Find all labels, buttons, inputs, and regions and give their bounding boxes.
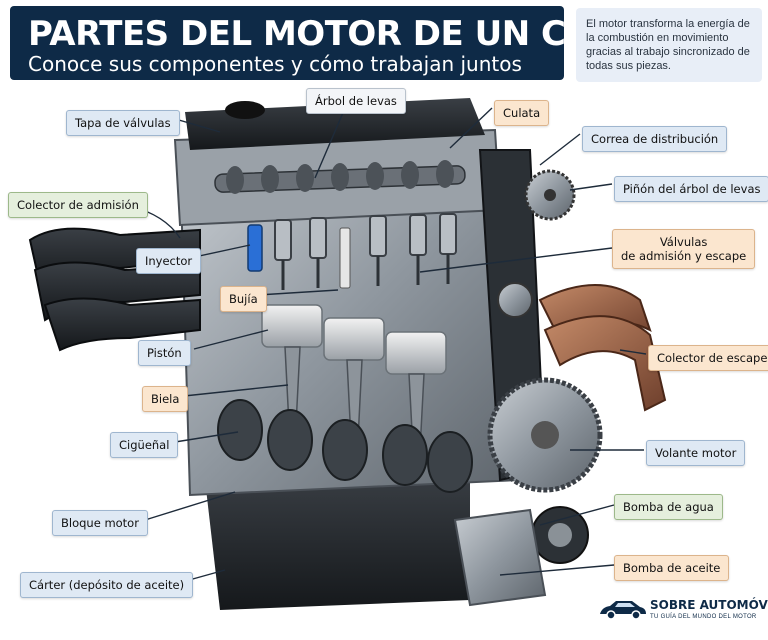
label-oil-pump: Bomba de aceite [614,555,730,581]
label-crankshaft: Cigüeñal [110,432,179,458]
crankshaft-shape [217,399,473,493]
label-intake-manifold: Colector de admisión [8,192,148,218]
label-camshaft: Árbol de levas [306,88,406,114]
label-exhaust-manifold: Colector de escape [648,345,768,371]
injector-shape [247,224,263,272]
label-valve-cover: Tapa de válvulas [66,110,180,136]
oil-pump-shape [453,508,547,607]
label-spark-plug: Bujía [220,286,267,312]
label-timing-belt: Correa de distribución [582,126,728,152]
car-icon [600,601,646,620]
oil-pan-shape [205,470,470,610]
intro-text: El motor transforma la energía de la com… [576,8,762,82]
spark-plug-shape [339,227,351,289]
page-title: PARTES DEL MOTOR DE UN COCHE [28,14,669,54]
label-valves-line2: de admisión y escape [621,249,747,263]
brand-tagline: TU GUÍA DEL MUNDO DEL MOTOR [650,614,757,620]
label-water-pump: Bomba de agua [614,494,723,520]
label-piston: Pistón [138,340,191,366]
label-connecting-rod: Biela [142,386,189,412]
piston-shape [261,304,323,348]
label-engine-block: Bloque motor [52,510,148,536]
exhaust-manifold-shape [538,284,667,412]
label-valves-line1: Válvulas [659,235,708,249]
label-oil-pan: Cárter (depósito de aceite) [20,572,194,598]
label-cam-sprocket: Piñón del árbol de levas [614,176,768,202]
page-subtitle: Conoce sus componentes y cómo trabajan j… [28,52,522,76]
brand-name: SOBRE AUTOMÓVIL [650,598,768,612]
brand-logo: SOBRE AUTOMÓVIL TU GUÍA DEL MUNDO DEL MO… [598,594,768,634]
title-banner: PARTES DEL MOTOR DE UN COCHE Conoce sus … [10,6,669,80]
intake-manifold-shape [28,227,201,352]
label-flywheel: Volante motor [646,440,746,466]
label-valves: Válvulas de admisión y escape [612,229,756,269]
label-injector: Inyector [136,248,202,274]
label-cylinder-head: Culata [494,100,550,126]
oil-cap-shape [225,101,265,119]
